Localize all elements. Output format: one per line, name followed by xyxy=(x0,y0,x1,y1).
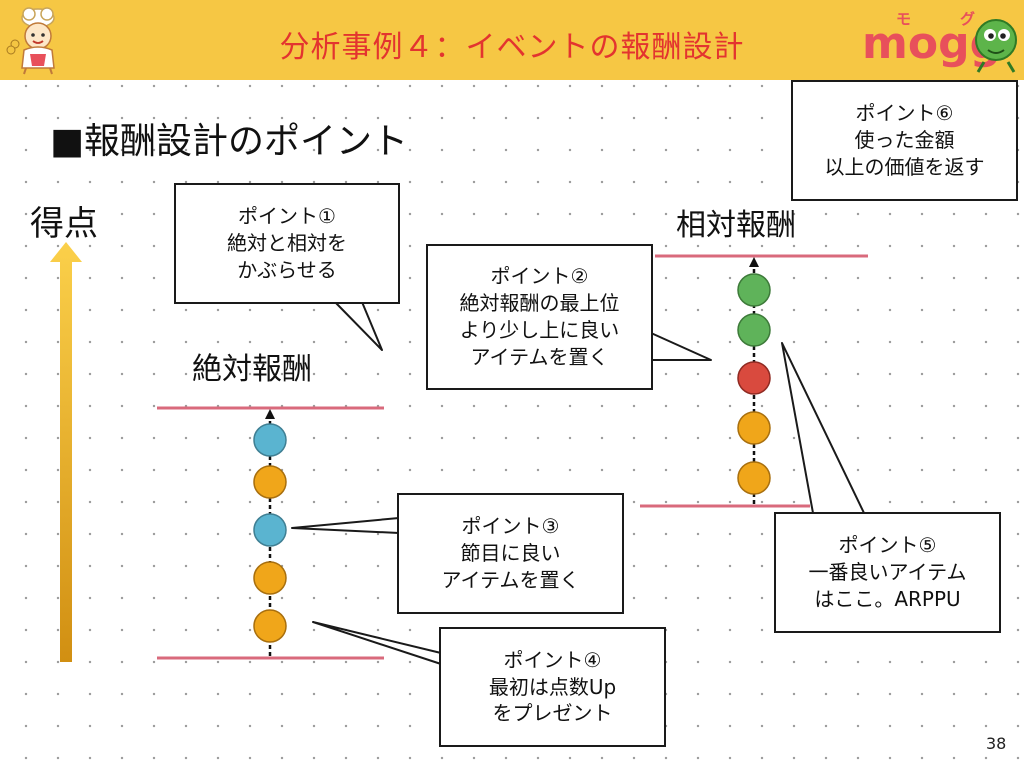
relative-item-green xyxy=(737,313,771,347)
relative-item-green xyxy=(737,273,771,307)
callout-point-6: ポイント⑥ 使った金額 以上の価値を返す xyxy=(791,80,1018,201)
callout-point-4: ポイント④ 最初は点数Up をプレゼント xyxy=(439,627,666,747)
callout-line: はここ。ARPPU xyxy=(814,586,961,611)
callout-line: ポイント⑤ xyxy=(838,533,937,558)
absolute-item-blue xyxy=(253,513,287,547)
absolute-item-orange xyxy=(253,465,287,499)
absolute-reward-track xyxy=(157,406,384,660)
mogg-logo-icon: mogg モ グ xyxy=(862,10,1017,73)
callout-line: ポイント③ xyxy=(461,514,560,539)
relative-item-orange xyxy=(737,411,771,445)
header-bar: 分析事例４：イベントの報酬設計 mogg モ グ xyxy=(0,0,1024,80)
callout-line: ポイント② xyxy=(490,264,589,289)
absolute-reward-label: 絶対報酬 xyxy=(192,352,312,387)
relative-item-orange xyxy=(737,461,771,495)
callout-line: かぶらせる xyxy=(237,257,337,282)
relative-track-arrowhead xyxy=(749,257,759,267)
callout-line: ポイント⑥ xyxy=(855,101,954,126)
callout-3-pointer xyxy=(291,517,400,534)
callout-point-1: ポイント① 絶対と相対を かぶらせる xyxy=(174,183,400,304)
score-up-arrow-icon xyxy=(50,242,82,662)
callout-line: 最初は点数Up xyxy=(488,674,617,699)
callout-5-pointer xyxy=(781,342,865,514)
slide-title: 分析事例４：イベントの報酬設計 xyxy=(279,30,745,65)
callout-line: アイテムを置く xyxy=(470,344,609,369)
svg-text:グ: グ xyxy=(960,10,975,28)
absolute-item-orange xyxy=(253,561,287,595)
callout-line: 節目に良い xyxy=(460,541,561,566)
callout-line: 絶対報酬の最上位 xyxy=(459,291,620,316)
svg-text:モ: モ xyxy=(896,10,911,28)
callout-line: より少し上に良い xyxy=(459,318,620,342)
relative-item-red xyxy=(737,361,771,395)
absolute-item-blue xyxy=(253,423,287,457)
callout-point-3: ポイント③ 節目に良い アイテムを置く xyxy=(397,493,624,614)
relative-reward-label: 相対報酬 xyxy=(676,208,796,243)
callout-line: 一番良いアイテム xyxy=(808,560,967,585)
callout-point-2: ポイント② 絶対報酬の最上位 より少し上に良い アイテムを置く xyxy=(426,244,653,390)
callout-line: 以上の価値を返す xyxy=(824,154,985,179)
callout-line: ポイント① xyxy=(238,204,336,229)
relative-reward-track xyxy=(640,254,868,508)
score-axis-label: 得点 xyxy=(30,204,98,244)
section-heading: ■報酬設計のポイント xyxy=(50,121,409,162)
callout-line: 使った金額 xyxy=(854,128,955,153)
callout-line: 絶対と相対を xyxy=(227,231,347,256)
absolute-item-orange xyxy=(253,609,287,643)
absolute-track-arrowhead xyxy=(265,409,275,419)
callout-2-pointer xyxy=(650,332,712,361)
callout-point-5: ポイント⑤ 一番良いアイテム はここ。ARPPU xyxy=(774,512,1001,633)
callout-line: アイテムを置く xyxy=(441,567,580,592)
callout-1-pointer xyxy=(334,301,383,351)
callout-line: ポイント④ xyxy=(503,647,602,672)
mascot-chef-icon xyxy=(6,7,55,75)
page-number: 38 xyxy=(986,734,1007,753)
callout-line: をプレゼント xyxy=(492,701,613,726)
